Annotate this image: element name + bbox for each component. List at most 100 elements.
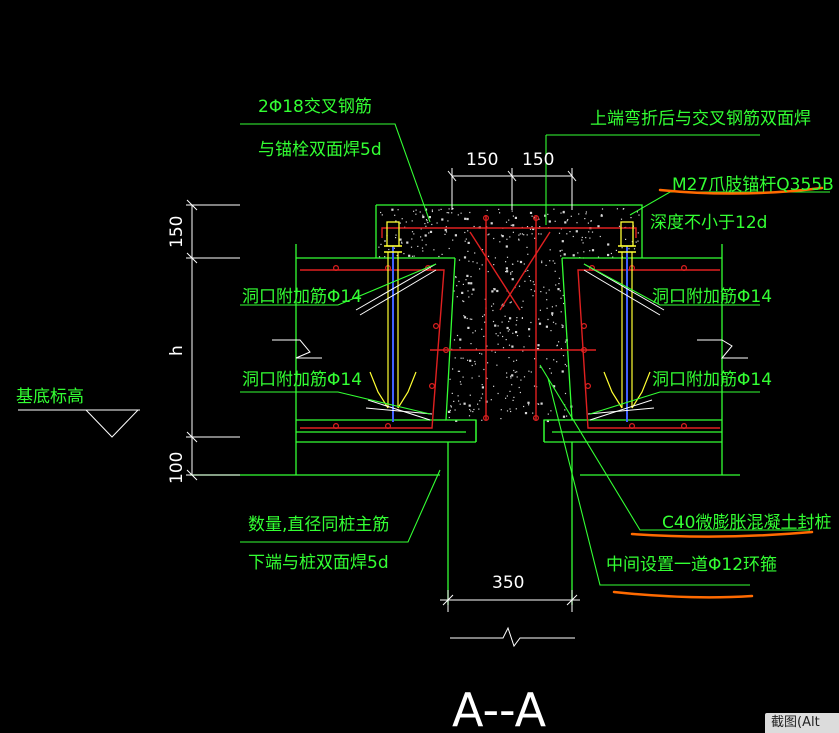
concrete-speck — [521, 317, 523, 319]
concrete-speck — [413, 255, 415, 257]
concrete-speck — [455, 276, 457, 279]
concrete-speck — [466, 317, 468, 320]
concrete-speck — [462, 357, 464, 359]
concrete-speck — [441, 253, 443, 255]
concrete-speck — [556, 344, 558, 346]
concrete-speck — [481, 328, 483, 330]
concrete-speck — [505, 271, 507, 273]
dim-top-right: 150 — [522, 150, 554, 170]
concrete-speck — [459, 347, 461, 349]
concrete-speck — [591, 249, 595, 252]
concrete-speck — [497, 325, 499, 327]
concrete-speck — [447, 220, 449, 222]
concrete-speck — [396, 255, 398, 257]
concrete-speck — [459, 403, 461, 405]
concrete-speck — [630, 217, 632, 219]
concrete-speck — [486, 377, 488, 380]
concrete-speck — [487, 271, 489, 273]
concrete-speck — [564, 221, 567, 224]
concrete-speck — [529, 211, 533, 214]
concrete-speck — [471, 377, 473, 379]
rebar-dot — [680, 265, 687, 272]
concrete-speck — [562, 325, 564, 327]
concrete-speck — [559, 250, 561, 252]
concrete-speck — [547, 318, 549, 321]
concrete-speck — [562, 415, 566, 418]
concrete-speck — [519, 391, 521, 394]
concrete-speck — [470, 282, 473, 285]
concrete-speck — [585, 211, 587, 213]
concrete-speck — [497, 392, 499, 395]
concrete-speck — [506, 410, 509, 412]
concrete-speck — [448, 212, 450, 214]
concrete-speck — [449, 409, 451, 411]
concrete-speck — [518, 285, 521, 287]
concrete-speck — [554, 220, 556, 222]
rebar-dot — [429, 383, 436, 390]
screenshot-tab[interactable]: 截图(Alt — [765, 713, 839, 733]
concrete-speck — [429, 230, 433, 233]
concrete-speck — [557, 288, 560, 291]
concrete-speck — [487, 255, 490, 257]
concrete-speck — [458, 370, 461, 372]
concrete-speck — [513, 369, 515, 372]
concrete-speck — [451, 212, 453, 214]
concrete-speck — [560, 255, 562, 257]
concrete-speck — [516, 319, 518, 321]
concrete-speck — [456, 334, 459, 337]
concrete-speck — [514, 216, 517, 219]
concrete-speck — [446, 212, 448, 214]
concrete-speck — [411, 238, 413, 240]
concrete-speck — [469, 394, 471, 396]
concrete-speck — [457, 214, 459, 216]
concrete-speck — [548, 220, 551, 223]
concrete-speck — [529, 228, 532, 230]
concrete-speck — [413, 233, 415, 235]
concrete-speck — [457, 370, 459, 372]
concrete-speck — [524, 412, 528, 415]
concrete-speck — [600, 214, 603, 217]
concrete-speck — [524, 280, 526, 282]
concrete-speck — [572, 235, 574, 238]
opening-rebar-lower-left: 洞口附加筋Φ14 — [242, 370, 362, 390]
hoop-note: 中间设置一道Φ12环箍 — [606, 555, 777, 575]
concrete-speck — [495, 333, 497, 335]
concrete-speck — [637, 240, 639, 242]
concrete-speck — [413, 210, 415, 212]
rebar-dot — [588, 265, 595, 272]
concrete-speck — [469, 359, 472, 362]
concrete-speck — [499, 212, 501, 214]
concrete-speck — [575, 230, 578, 233]
concrete-speck — [444, 233, 446, 235]
concrete-speck — [441, 218, 444, 221]
concrete-speck — [607, 243, 610, 246]
concrete-speck — [447, 410, 451, 413]
concrete-speck — [479, 268, 481, 270]
concrete-speck — [486, 345, 488, 347]
concrete-speck — [502, 335, 504, 338]
concrete-speck — [551, 312, 554, 315]
concrete-speck — [552, 321, 555, 323]
concrete-speck — [505, 245, 508, 248]
concrete-speck — [554, 270, 556, 272]
concrete-speck — [612, 256, 614, 258]
concrete-speck — [492, 309, 494, 312]
concrete-speck — [512, 215, 514, 217]
concrete-note: C40微膨胀混凝土封桩 — [662, 513, 832, 533]
concrete-speck — [534, 237, 536, 239]
concrete-speck — [521, 317, 523, 319]
concrete-speck — [513, 396, 515, 398]
concrete-speck — [469, 211, 471, 214]
concrete-speck — [562, 355, 565, 357]
rebar-dot — [628, 423, 635, 430]
concrete-speck — [456, 285, 458, 287]
concrete-speck — [493, 288, 496, 291]
rebar-dot — [333, 265, 340, 272]
concrete-speck — [563, 302, 565, 305]
concrete-speck — [537, 344, 540, 347]
concrete-speck — [637, 232, 639, 234]
concrete-speck — [527, 401, 530, 404]
opening-rebar-lower-right: 洞口附加筋Φ14 — [652, 370, 772, 390]
concrete-speck — [461, 291, 464, 294]
concrete-speck — [381, 214, 383, 216]
